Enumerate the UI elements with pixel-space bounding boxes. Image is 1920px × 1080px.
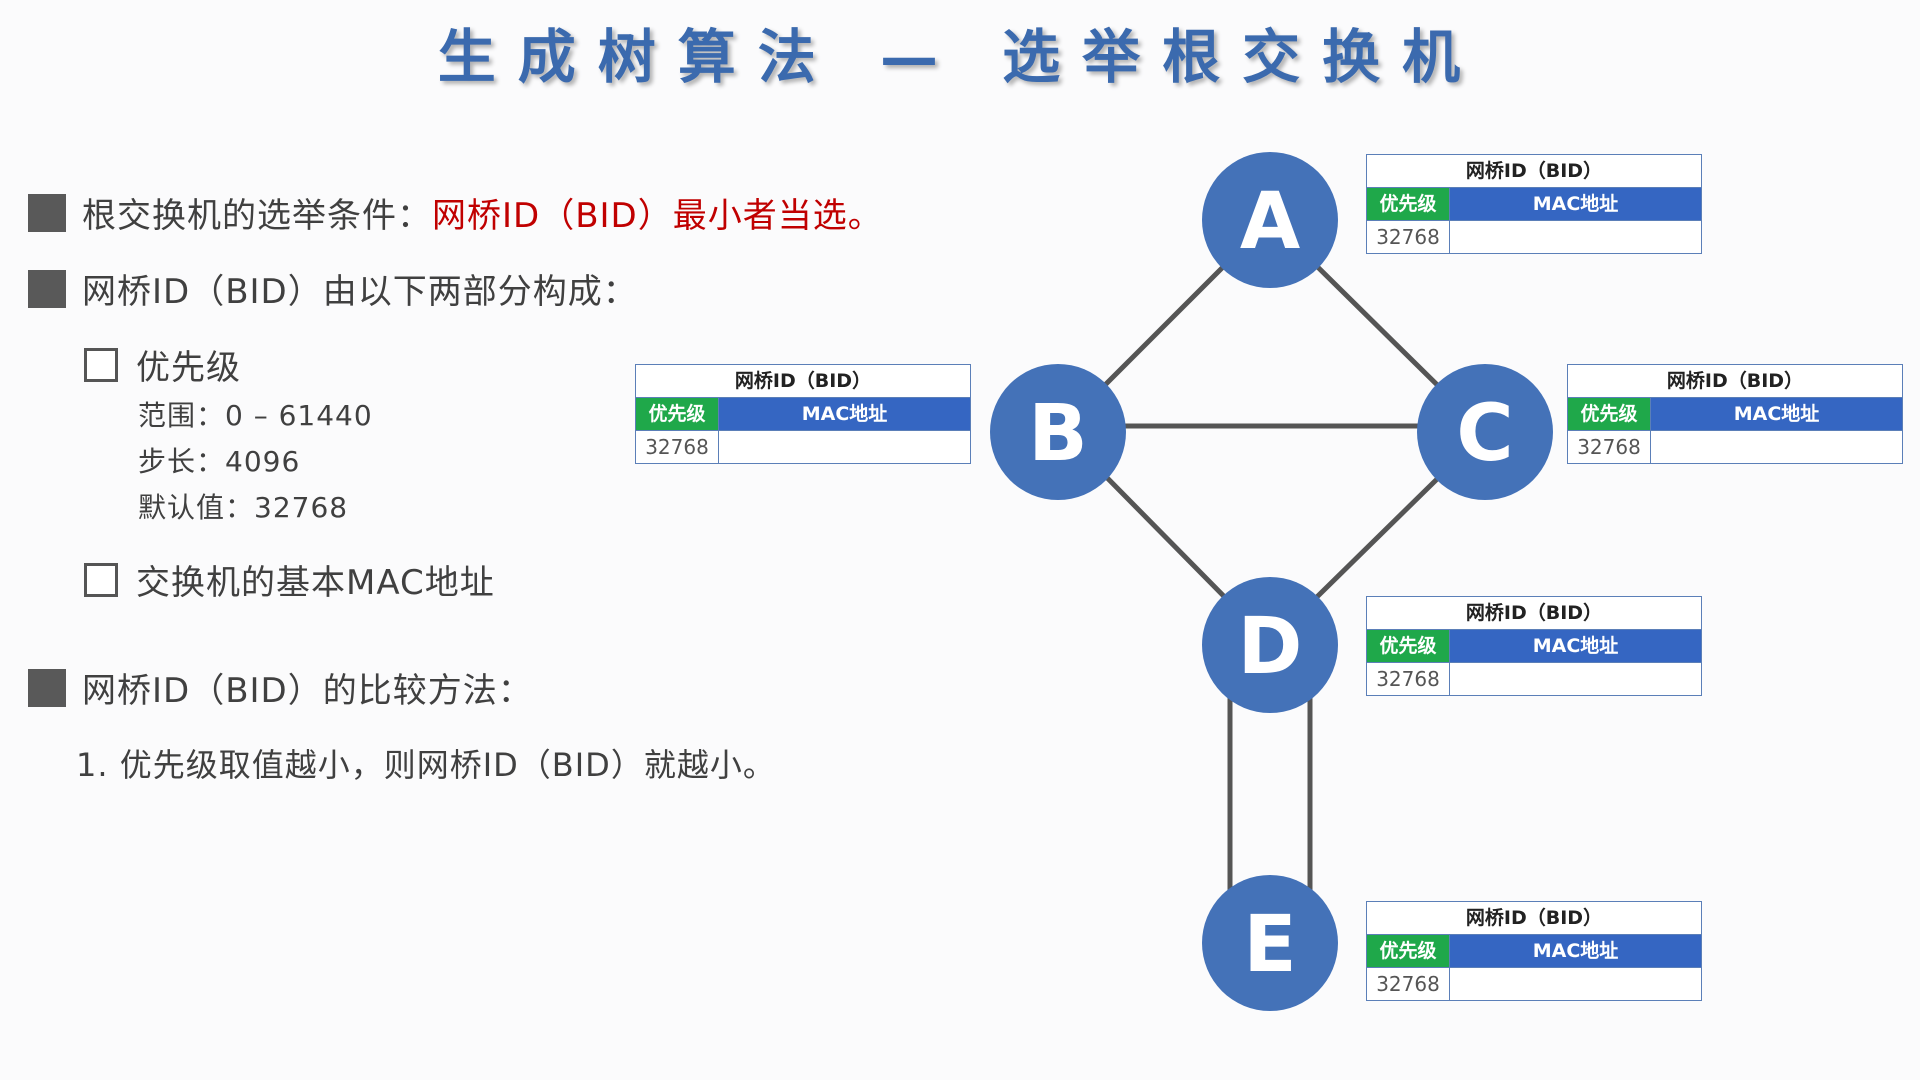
priority-value: 32768: [1367, 221, 1450, 253]
node-label: D: [1238, 602, 1303, 692]
sub-bullet-text: 交换机的基本MAC地址: [136, 563, 495, 603]
priority-column-header: 优先级: [1367, 630, 1450, 662]
priority-value: 32768: [1568, 431, 1651, 463]
mac-value: [1450, 663, 1701, 695]
priority-column-header: 优先级: [636, 398, 719, 430]
bullet-square-icon: [28, 193, 66, 232]
sub-bullet-text: 优先级: [136, 348, 241, 388]
switch-b[interactable]: B: [990, 364, 1126, 500]
comparison-rule-1: 1. 优先级取值越小，则网桥ID（BID）就越小。: [76, 746, 776, 784]
switch-d[interactable]: D: [1202, 577, 1338, 713]
priority-column-header: 优先级: [1367, 188, 1450, 220]
priority-value: 32768: [1367, 968, 1450, 1000]
bullet-square-icon: [28, 269, 66, 308]
priority-default: 默认值：32768: [138, 491, 349, 524]
bullet-election-condition: 根交换机的选举条件：网桥ID（BID）最小者当选。: [28, 188, 883, 237]
bullet-text: 网桥ID（BID）由以下两部分构成：: [82, 272, 638, 312]
mac-value: [1651, 431, 1902, 463]
switch-e[interactable]: E: [1202, 875, 1338, 1011]
switch-a[interactable]: A: [1202, 152, 1338, 288]
bullet-square-icon: [28, 668, 66, 707]
priority-column-header: 优先级: [1568, 398, 1651, 430]
mac-value: [719, 431, 970, 463]
bid-table-b: 网桥ID（BID） 优先级 MAC地址 32768: [635, 364, 971, 464]
mac-column-header: MAC地址: [1450, 935, 1701, 967]
bid-table-d: 网桥ID（BID） 优先级 MAC地址 32768: [1366, 596, 1702, 696]
mac-column-header: MAC地址: [1450, 188, 1701, 220]
checkbox-square-icon: [84, 347, 118, 382]
bid-table-header: 网桥ID（BID）: [636, 365, 970, 398]
node-label: E: [1243, 900, 1296, 990]
mac-column-header: MAC地址: [1651, 398, 1902, 430]
highlight-text: 网桥ID（BID）最小者当选。: [432, 196, 883, 236]
bid-table-e: 网桥ID（BID） 优先级 MAC地址 32768: [1366, 901, 1702, 1001]
bid-table-header: 网桥ID（BID）: [1367, 155, 1701, 188]
bid-table-c: 网桥ID（BID） 优先级 MAC地址 32768: [1567, 364, 1903, 464]
bid-table-header: 网桥ID（BID）: [1367, 902, 1701, 935]
page-title: 生成树算法 — 选举根交换机: [437, 23, 1483, 91]
priority-step: 步长：4096: [138, 445, 301, 478]
node-label: C: [1456, 389, 1513, 479]
bullet-text: 网桥ID（BID）的比较方法：: [82, 671, 533, 711]
checkbox-square-icon: [84, 562, 118, 597]
bid-table-header: 网桥ID（BID）: [1568, 365, 1902, 398]
sub-bullet-priority: 优先级: [84, 340, 241, 389]
bid-table-header: 网桥ID（BID）: [1367, 597, 1701, 630]
mac-value: [1450, 968, 1701, 1000]
priority-value: 32768: [1367, 663, 1450, 695]
mac-value: [1450, 221, 1701, 253]
mac-column-header: MAC地址: [1450, 630, 1701, 662]
node-label: A: [1240, 177, 1300, 267]
priority-range: 范围：0 – 61440: [138, 399, 373, 432]
sub-bullet-mac: 交换机的基本MAC地址: [84, 555, 495, 604]
priority-value: 32768: [636, 431, 719, 463]
priority-column-header: 优先级: [1367, 935, 1450, 967]
mac-column-header: MAC地址: [719, 398, 970, 430]
bid-table-a: 网桥ID（BID） 优先级 MAC地址 32768: [1366, 154, 1702, 254]
node-label: B: [1028, 389, 1087, 479]
bullet-bid-comparison: 网桥ID（BID）的比较方法：: [28, 663, 533, 712]
switch-c[interactable]: C: [1417, 364, 1553, 500]
bullet-bid-composition: 网桥ID（BID）由以下两部分构成：: [28, 264, 638, 313]
bullet-text: 根交换机的选举条件：网桥ID（BID）最小者当选。: [82, 196, 883, 236]
